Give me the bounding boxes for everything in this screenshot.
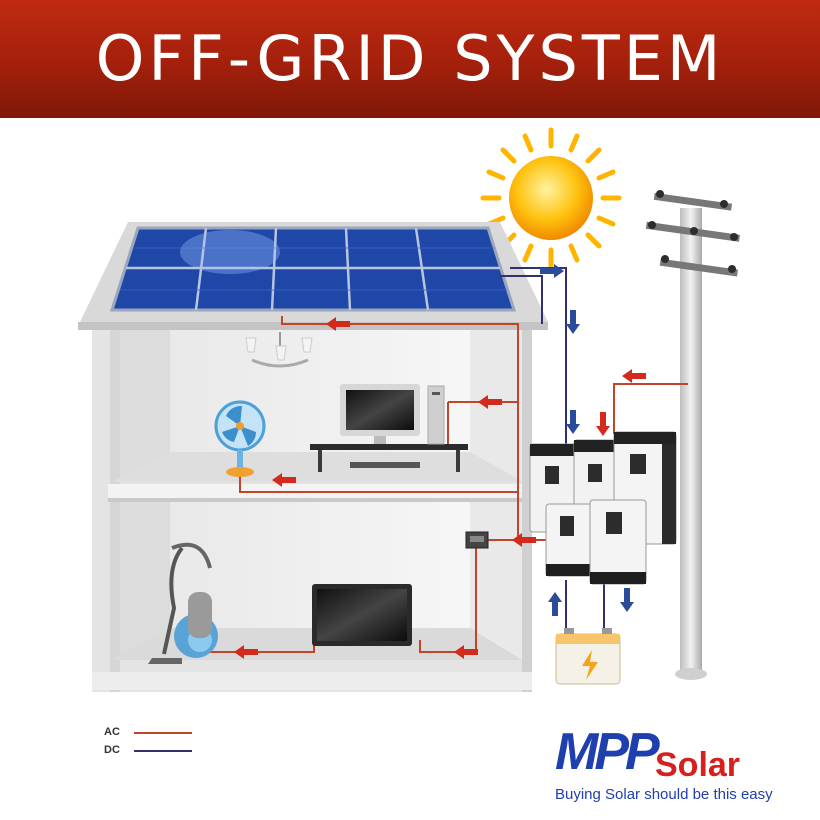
legend-ac-label: AC xyxy=(104,726,120,738)
switch-box xyxy=(465,531,489,549)
legend-ac-line xyxy=(134,732,192,734)
chandelier-icon xyxy=(245,332,313,368)
solar-panel xyxy=(109,226,517,312)
utility-pole xyxy=(645,190,740,680)
inverter-units xyxy=(529,431,677,585)
system-diagram xyxy=(78,127,740,692)
legend-dc-label: DC xyxy=(104,744,120,756)
sun-icon xyxy=(480,127,622,269)
page-title: OFF-GRID SYSTEM xyxy=(95,22,725,95)
vacuum-cleaner-icon xyxy=(148,542,218,664)
ac-flow-arrows xyxy=(234,317,646,659)
brand-tagline: Buying Solar should be this easy xyxy=(555,786,773,803)
dc-flow-arrows xyxy=(540,264,634,616)
title-banner: OFF-GRID SYSTEM xyxy=(0,0,820,118)
legend-dc-line xyxy=(134,750,192,752)
tv-icon xyxy=(312,584,412,646)
inverter-front-left xyxy=(545,503,593,577)
computer-desk xyxy=(310,384,468,472)
inverter-front-right xyxy=(589,499,647,585)
battery-icon xyxy=(555,628,621,685)
brand-name: Solar xyxy=(655,746,741,784)
brand-logo: MPP Solar Buying Solar should be this ea… xyxy=(555,720,805,810)
brand-mark: MPP xyxy=(555,723,660,781)
fan-icon xyxy=(214,400,266,477)
